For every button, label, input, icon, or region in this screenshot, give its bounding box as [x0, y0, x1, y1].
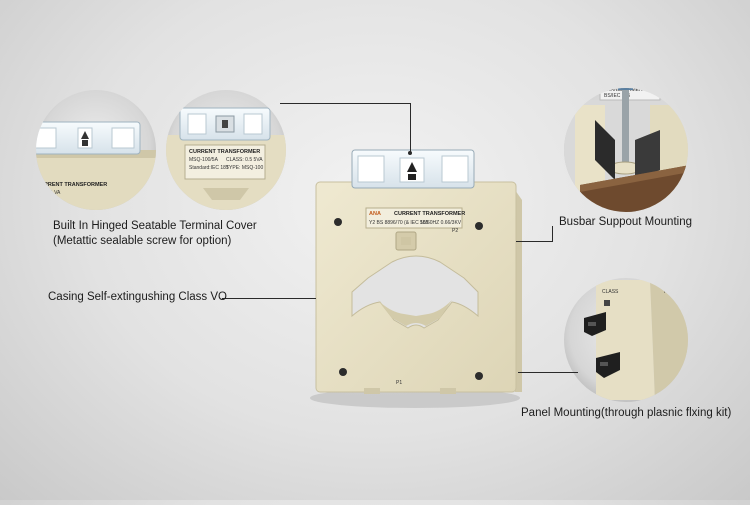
brand-logo: ANA: [369, 211, 381, 217]
side-mark-p2: P2: [452, 228, 458, 234]
inset-label-line: 400/5 A VA: [36, 190, 61, 196]
leader-terminal-cover-dot: [408, 151, 412, 155]
inset-b-line2: CLASS: 0.5 5VA: [226, 157, 263, 163]
leader-casing: [222, 298, 316, 299]
caption-busbar: Busbar Suppout Mounting: [559, 216, 692, 228]
inset-b-line1: MSQ-100/5A: [189, 157, 219, 163]
caption-terminal-cover-line2: (Metattic sealable screw for option): [53, 235, 232, 247]
caption-casing: Casing Self-extingushing Class VO: [48, 291, 227, 303]
caption-terminal-cover-line1: Built In Hinged Seatable Terminal Cover: [53, 220, 257, 232]
base-mark-p1: P1: [396, 380, 402, 386]
current-transformer-main: ANA CURRENT TRANSFORMER Y2 BS 8896/70 (&…: [310, 149, 522, 408]
label-detail-left: Y2 BS 8896/70 (& IEC 185: [369, 220, 429, 226]
leader-terminal-cover: [280, 103, 410, 104]
leader-panel-horizontal: [518, 372, 578, 373]
inset-d-tag2: P2: [664, 289, 670, 295]
leader-busbar-vertical: [552, 226, 553, 242]
label-title: CURRENT TRANSFORMER: [394, 211, 465, 217]
leader-busbar-horizontal: [516, 241, 552, 242]
inset-b-title: CURRENT TRANSFORMER: [189, 149, 260, 155]
caption-terminal-cover: Built In Hinged Seatable Terminal Cover …: [53, 219, 257, 249]
inset-panel-mounting-closeup: CLASS P2: [564, 278, 688, 402]
inset-d-tag: CLASS: [602, 289, 619, 295]
inset-busbar-support-closeup: TRANSFORMER BS/IEC 185: [564, 88, 688, 212]
inset-b-line3: Standard:IEC 185: [189, 165, 229, 171]
inset-terminal-cover-closeup: CURRENT TRANSFORMER 400/5 A VA TYPE: [36, 90, 156, 210]
inset-label-type: TYPE: [36, 198, 50, 204]
inset-b-line4: TYPE: MSQ-100: [226, 165, 263, 171]
label-detail-right: 50/60HZ 0.66/3KV: [420, 220, 462, 226]
inset-label-title: CURRENT TRANSFORMER: [36, 182, 107, 188]
inset-terminal-label-closeup: CURRENT TRANSFORMER MSQ-100/5A CLASS: 0.…: [166, 90, 286, 210]
inset-c-tag2: BS/IEC 185: [604, 93, 630, 99]
caption-panel: Panel Mounting(through plasnic flxing ki…: [521, 407, 732, 419]
leader-terminal-cover-drop: [410, 103, 411, 153]
